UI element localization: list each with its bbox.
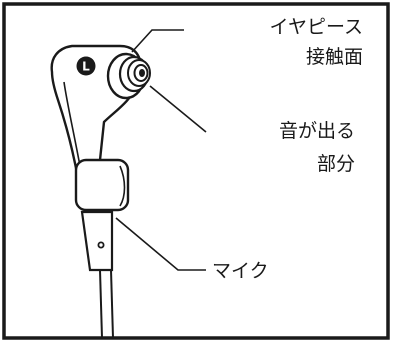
- ear-tip: [106, 52, 151, 100]
- label-eartip-line2: 接触面: [305, 46, 363, 68]
- left-side-badge: [76, 56, 96, 76]
- left-side-badge-letter: L: [82, 60, 90, 74]
- frame-border: [2, 2, 390, 340]
- label-mic: マイク: [212, 260, 269, 282]
- mic-housing: [80, 210, 114, 272]
- label-sound-line2: 部分: [316, 153, 355, 175]
- callout-line-sound: [149, 85, 207, 133]
- cable: [99, 269, 114, 339]
- callout-line-mic: [115, 217, 206, 271]
- collar-band: [74, 158, 130, 212]
- label-eartip-line1: イヤピース: [269, 16, 363, 38]
- label-sound-line1: 音が出る: [278, 120, 355, 142]
- mic-hole: [97, 241, 105, 249]
- callout-line-eartip: [131, 29, 184, 53]
- collar-shading: [119, 165, 126, 207]
